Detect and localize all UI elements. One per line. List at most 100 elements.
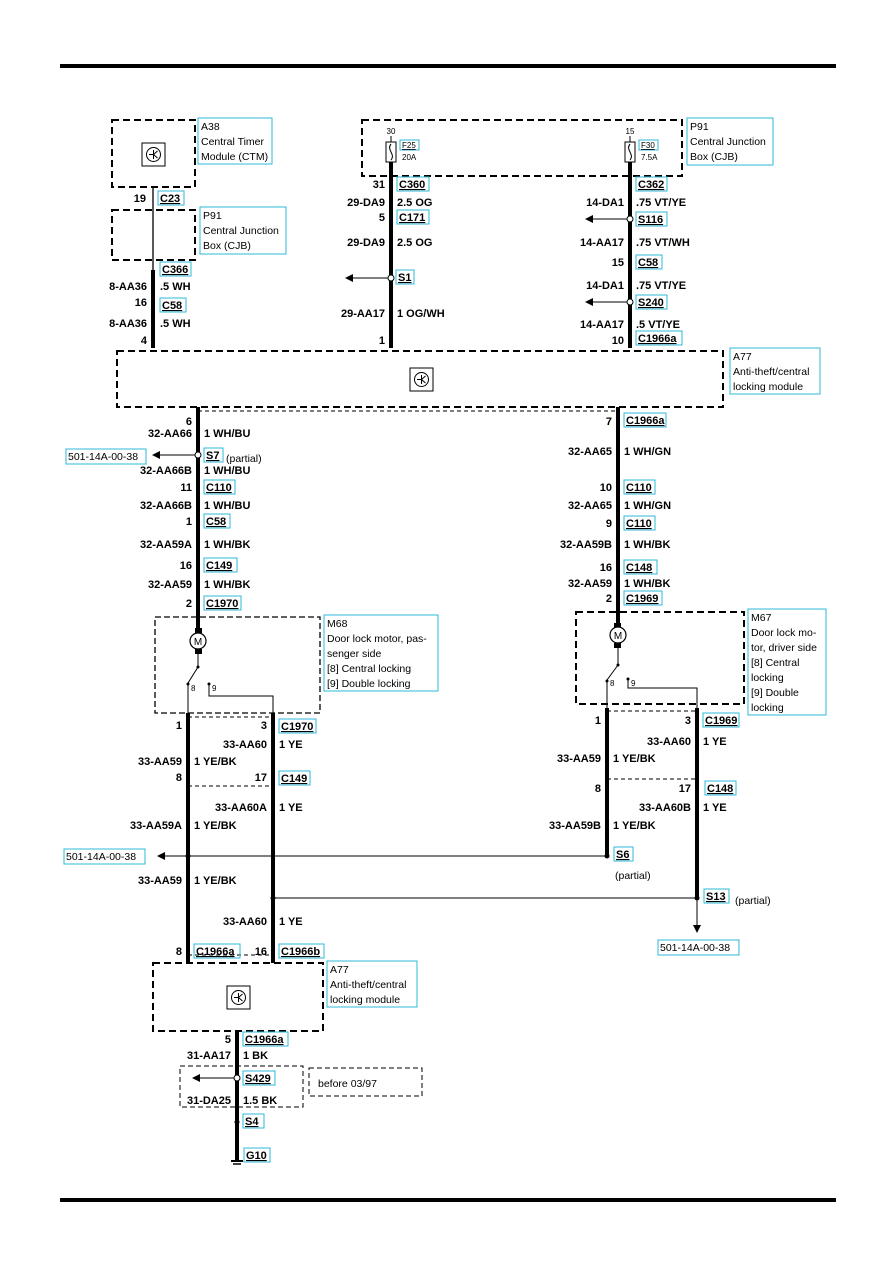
wire-size-30: 1.5 BK bbox=[243, 1095, 277, 1107]
wire-size-12: 1 WH/BU bbox=[204, 500, 251, 512]
m67-terminal-8: 8 bbox=[610, 679, 615, 688]
s13-box bbox=[703, 888, 730, 904]
connector-c149b: C149 bbox=[281, 773, 307, 785]
wire-code-5: 29-AA17 bbox=[341, 308, 385, 320]
before-0397-note: before 03/97 bbox=[318, 1078, 377, 1090]
wire-size-11: 1 WH/BU bbox=[204, 465, 251, 477]
m67-label-line2: Door lock mo- bbox=[751, 627, 817, 639]
m68-label-box bbox=[323, 614, 439, 692]
p91-top-label-line2: Central Junction bbox=[690, 136, 766, 148]
wire-size-15: 1 WH/GN bbox=[624, 446, 671, 458]
wire-code-4: 29-DA9 bbox=[347, 237, 385, 249]
s4-box bbox=[242, 1113, 265, 1129]
wire-code-6: 14-DA1 bbox=[586, 197, 624, 209]
a38-label-line1: A38 bbox=[201, 121, 220, 133]
p91-left-label-line1: P91 bbox=[203, 210, 222, 222]
wire-code-11: 32-AA66B bbox=[140, 465, 192, 477]
pin-1-c1969b: 1 bbox=[595, 715, 601, 727]
connector-c58-left: C58 bbox=[206, 516, 226, 528]
fuse-f30-name: F30 bbox=[641, 141, 655, 150]
a77-bottom-label-line3: locking module bbox=[330, 994, 400, 1006]
wire-size-27: 1 YE bbox=[703, 802, 727, 814]
connector-c1966a-5: C1966a bbox=[245, 1034, 284, 1046]
m67-label-line3: tor, driver side bbox=[751, 642, 817, 654]
connector-c1966a-bottom: C1966a bbox=[196, 946, 235, 958]
c1966a-b-box bbox=[193, 943, 241, 959]
s429-box bbox=[242, 1070, 276, 1086]
connector-s13: S13 bbox=[706, 891, 726, 903]
fuse-f30-element bbox=[628, 143, 632, 161]
a77-top-label-line3: locking module bbox=[733, 381, 803, 393]
connector-c148b: C148 bbox=[707, 783, 733, 795]
fuse-f25-rating: 20A bbox=[402, 153, 417, 162]
wire-size-9: .5 VT/YE bbox=[636, 319, 680, 331]
wire-code-1: 8-AA36 bbox=[109, 281, 147, 293]
c148b-box bbox=[704, 780, 737, 796]
c110-right-box-2 bbox=[623, 515, 656, 531]
connector-s6: S6 bbox=[616, 849, 629, 861]
a38-module-icon bbox=[141, 142, 166, 167]
a77-top-box bbox=[116, 350, 724, 408]
c149b-box bbox=[278, 770, 311, 786]
connector-c148: C148 bbox=[626, 562, 652, 574]
wire-code-27: 33-AA60B bbox=[639, 802, 691, 814]
connector-s116: S116 bbox=[638, 214, 663, 226]
ref-box-2 bbox=[63, 848, 146, 865]
wire-code-3: 29-DA9 bbox=[347, 197, 385, 209]
a77-top-label-line1: A77 bbox=[733, 351, 752, 363]
wire-code-21: 33-AA60A bbox=[215, 802, 267, 814]
m67-label-line4: [8] Central bbox=[751, 657, 799, 669]
node-s13-left bbox=[270, 895, 276, 901]
m67-motor-icon: M bbox=[605, 623, 698, 712]
fuse-f25-term: 30 bbox=[387, 127, 396, 136]
wire-code-8: 14-DA1 bbox=[586, 280, 624, 292]
connector-c366: C366 bbox=[162, 264, 188, 276]
splice-s6 bbox=[604, 853, 610, 859]
s240-box bbox=[635, 294, 668, 310]
connector-c1970: C1970 bbox=[206, 598, 238, 610]
wire-size-14: 1 WH/BK bbox=[204, 579, 251, 591]
ref-box-3 bbox=[657, 939, 740, 956]
wire-size-21: 1 YE bbox=[279, 802, 303, 814]
wire-code-14: 32-AA59 bbox=[148, 579, 192, 591]
connector-c1970b: C1970 bbox=[281, 721, 313, 733]
m68-label-line3: senger side bbox=[327, 648, 381, 660]
partial-s6: (partial) bbox=[615, 870, 651, 882]
m68-terminal-8: 8 bbox=[191, 684, 196, 693]
s116-box bbox=[635, 211, 668, 227]
p91-top-box bbox=[361, 119, 683, 177]
wire-code-16: 32-AA65 bbox=[568, 500, 612, 512]
svg-text:M: M bbox=[194, 637, 202, 648]
connector-c149-left: C149 bbox=[206, 560, 232, 572]
pin-5-c1966a: 5 bbox=[225, 1034, 231, 1046]
m67-label-line1: M67 bbox=[751, 612, 772, 624]
wire-size-2: .5 WH bbox=[160, 318, 191, 330]
pin-1-c58: 1 bbox=[186, 516, 192, 528]
splice-s1 bbox=[387, 274, 395, 282]
connector-c1966a-top: C1966a bbox=[638, 333, 677, 345]
pin-8-c1966a: 8 bbox=[176, 946, 182, 958]
fuse-f30-term: 15 bbox=[626, 127, 635, 136]
pin-6: 6 bbox=[186, 416, 192, 428]
pin-16-c1966b: 16 bbox=[255, 946, 267, 958]
a77-bottom-label-line2: Anti-theft/central bbox=[330, 979, 406, 991]
c1966b-box bbox=[278, 943, 325, 959]
wire-size-22: 1 YE/BK bbox=[194, 820, 237, 832]
a38-label-line3: Module (CTM) bbox=[201, 151, 268, 163]
c1970-box bbox=[203, 595, 242, 611]
reference-501-14a-3: 501-14A-00-38 bbox=[660, 942, 730, 954]
pin-5: 5 bbox=[379, 212, 385, 224]
p91-top-label-line3: Box (CJB) bbox=[690, 151, 738, 163]
wire-code-12: 32-AA66B bbox=[140, 500, 192, 512]
wire-size-10: 1 WH/BU bbox=[204, 428, 251, 440]
s429-dashed-box bbox=[179, 1065, 304, 1108]
pin-16-c148: 16 bbox=[600, 562, 612, 574]
connector-c171: C171 bbox=[399, 212, 425, 224]
connector-s1: S1 bbox=[398, 272, 411, 284]
wire-size-18: 1 WH/BK bbox=[624, 578, 671, 590]
m67-label-box bbox=[747, 608, 827, 716]
wire-size-3: 2.5 OG bbox=[397, 197, 432, 209]
pin-3-c1969b: 3 bbox=[685, 715, 691, 727]
top-rule bbox=[60, 64, 836, 68]
wire-size-5: 1 OG/WH bbox=[397, 308, 445, 320]
